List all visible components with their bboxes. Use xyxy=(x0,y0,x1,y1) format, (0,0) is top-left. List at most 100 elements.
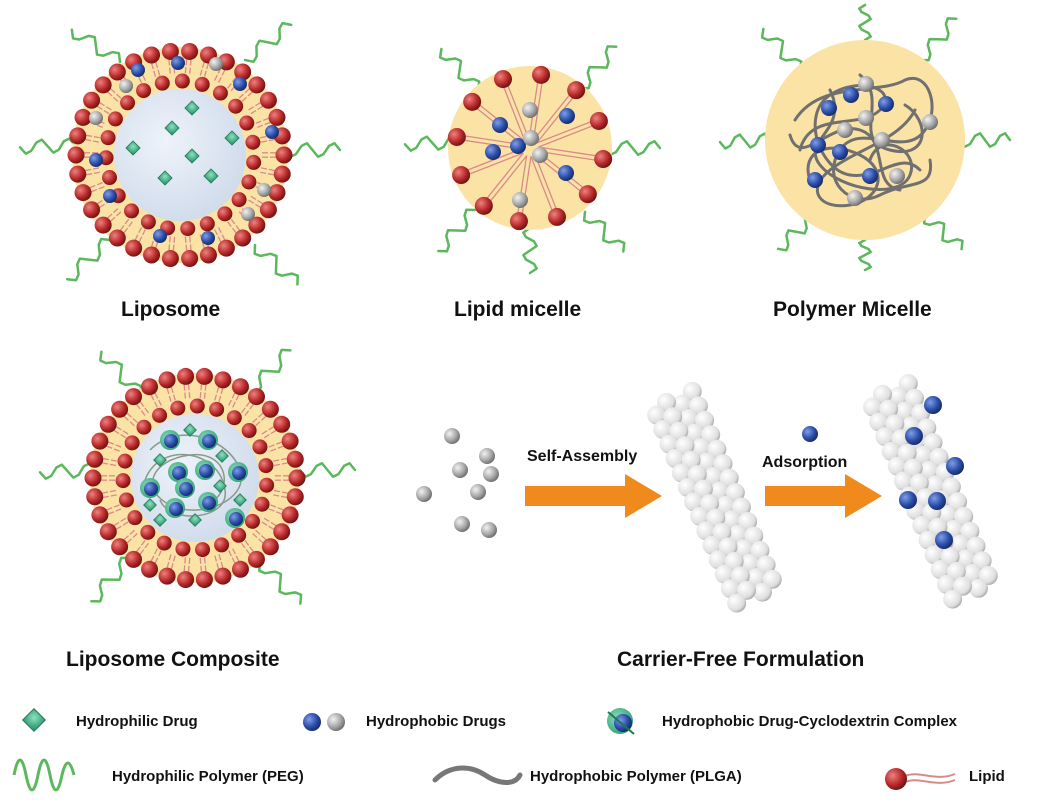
lipid-head xyxy=(84,469,102,487)
lipid-tail xyxy=(213,229,218,236)
peg-chain xyxy=(38,462,97,480)
lipid-head xyxy=(209,401,225,417)
lipid-head xyxy=(69,127,87,145)
lipid-head xyxy=(67,146,85,164)
lipid-tail xyxy=(267,173,275,176)
lipid-head xyxy=(91,506,109,524)
lipid-tail xyxy=(249,546,254,553)
lipid-tail xyxy=(184,236,187,243)
lipid-tail xyxy=(248,106,255,111)
polymer-drug xyxy=(821,100,837,116)
lipid-tail xyxy=(200,565,203,572)
lipid-tail xyxy=(106,445,113,449)
lipid-tail xyxy=(105,106,112,111)
fiber-unit xyxy=(727,593,747,613)
lipid-tail xyxy=(107,91,113,97)
lipid-head xyxy=(241,423,257,439)
plga-icon xyxy=(432,765,523,785)
lipid-tail xyxy=(129,421,135,427)
lipid-head xyxy=(154,75,170,91)
lipid-tail xyxy=(92,140,100,143)
lipid-tail xyxy=(231,227,237,234)
lipid-head xyxy=(117,453,133,469)
lipid-tail xyxy=(189,67,191,74)
lipid-tail xyxy=(116,211,122,217)
lipid-head xyxy=(141,378,159,396)
lipid-head xyxy=(74,184,92,202)
lipid-head xyxy=(231,560,249,578)
lipid-tail xyxy=(107,213,113,219)
fiber-unit xyxy=(895,401,915,421)
lipid-tail xyxy=(102,457,110,461)
drug-in-bilayer xyxy=(103,189,117,203)
lipid-tail xyxy=(169,67,171,74)
peg-chain xyxy=(582,210,626,253)
lipid-tail xyxy=(138,236,143,243)
fiber-unit xyxy=(952,576,972,596)
adsorbed-drug xyxy=(946,457,964,475)
lipid-tail xyxy=(123,227,129,234)
lipid-tail xyxy=(126,538,132,544)
lipid-head xyxy=(100,130,116,146)
lipid-head xyxy=(258,458,274,474)
lipid-head xyxy=(273,415,291,433)
lipid-head xyxy=(594,150,613,169)
lipid-tail xyxy=(250,109,257,115)
fiber-unit xyxy=(875,427,895,447)
fiber-unit xyxy=(721,579,741,599)
fiber-unit xyxy=(659,434,679,454)
lipid-tail xyxy=(227,221,232,227)
lipid-tail xyxy=(244,410,250,416)
lipid-head xyxy=(136,83,152,99)
lipid-head xyxy=(217,239,235,257)
lipid-head xyxy=(174,73,190,89)
peg-chain xyxy=(522,226,538,275)
complex-drug xyxy=(232,466,246,480)
lipid-head xyxy=(275,146,293,164)
lipid-tail xyxy=(168,395,172,402)
lipid-head xyxy=(125,239,143,257)
micelle-drug xyxy=(485,144,501,160)
lipid-tail xyxy=(150,555,155,562)
peg-icon xyxy=(12,758,76,792)
free-drug xyxy=(481,522,497,538)
lipid-tail xyxy=(184,67,187,74)
legend-peg: Hydrophilic Polymer (PEG) xyxy=(112,768,304,785)
legend-plga: Hydrophobic Polymer (PLGA) xyxy=(530,768,742,785)
lipid-head xyxy=(245,134,261,150)
lipid-tail xyxy=(158,399,162,406)
lipid-tail xyxy=(98,186,105,190)
fiber-unit xyxy=(881,441,901,461)
lipid-tail xyxy=(268,138,275,142)
polymer-drug xyxy=(832,144,848,160)
legend-hydrophilic-drug: Hydrophilic Drug xyxy=(76,713,198,730)
lipid-head xyxy=(195,571,213,589)
lipid-tail xyxy=(276,441,283,445)
lipid-tail xyxy=(91,188,98,193)
lipid-tail xyxy=(134,234,139,241)
adsorbed-drug xyxy=(935,531,953,549)
lipid-tail xyxy=(150,63,154,70)
lipid-tail xyxy=(199,557,202,564)
lipid-head xyxy=(83,91,101,109)
lipid-tail xyxy=(184,557,187,564)
lipid-tail xyxy=(115,426,122,431)
lipid-head xyxy=(83,201,101,219)
polymer-drug xyxy=(858,76,874,92)
lipid-tail xyxy=(115,444,122,448)
lipid-tail xyxy=(220,388,224,395)
complex-drug xyxy=(169,502,183,516)
lipid-head xyxy=(195,542,211,558)
fiber-unit xyxy=(893,471,913,491)
lipid-tail xyxy=(280,495,288,499)
fiber-unit xyxy=(887,456,907,476)
hydrophilic-drug xyxy=(164,120,180,136)
lipid-tail xyxy=(536,97,574,144)
drug-in-bilayer xyxy=(265,125,279,139)
adsorbed-drug xyxy=(899,491,917,509)
lipid-head xyxy=(259,477,275,493)
adsorption-arrow xyxy=(765,474,882,518)
lipid-tail xyxy=(268,508,275,512)
lipid-tail xyxy=(227,83,232,89)
lipid-head xyxy=(578,185,597,204)
